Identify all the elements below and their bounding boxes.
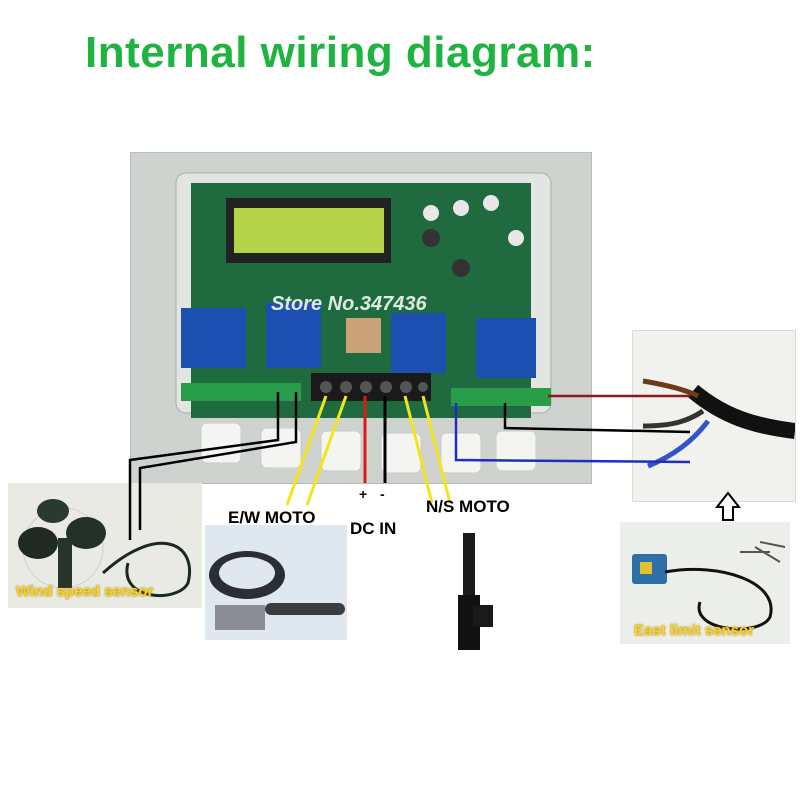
diagram-title: Internal wiring diagram: xyxy=(85,28,596,77)
ew-moto-label: E/W MOTO xyxy=(228,508,316,527)
dc-in-label: DC IN xyxy=(350,519,397,538)
store-watermark: Store No.347436 xyxy=(271,293,427,315)
slew-drive-photo xyxy=(205,525,347,640)
controller-box-photo: Store No.347436 xyxy=(130,152,592,484)
linear-actuator-photo xyxy=(428,525,515,660)
ns-moto-label: N/S MOTO xyxy=(426,497,510,516)
anemometer-illustration xyxy=(18,499,191,598)
wind-speed-sensor-label: Wind speed sensor xyxy=(16,583,154,600)
cable-illustration xyxy=(642,378,795,469)
slew-drive-illustration xyxy=(209,551,345,630)
controller-board-illustration xyxy=(175,172,552,474)
east-limit-sensor-photo: East limit sensor xyxy=(620,522,790,644)
proximity-sensor-illustration xyxy=(632,541,786,631)
wind-speed-sensor-photo: Wind speed sensor xyxy=(8,483,202,608)
east-limit-sensor-label: East limit sensor xyxy=(634,622,755,639)
sensor-cable-closeup-photo xyxy=(632,330,796,502)
dc-plus-label: + xyxy=(359,486,368,502)
dc-minus-label: - xyxy=(380,486,385,502)
linear-actuator-illustration xyxy=(458,533,493,650)
